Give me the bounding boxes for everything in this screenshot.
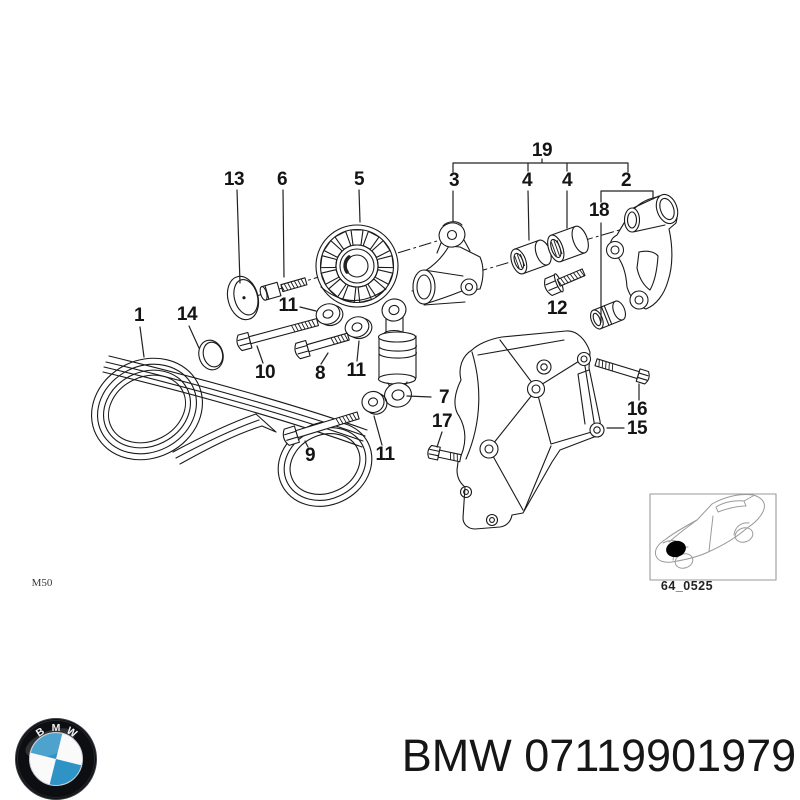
pulley-drawing <box>315 224 399 308</box>
pulley-vanes <box>319 229 395 303</box>
engine-code-label: M50 <box>31 577 53 589</box>
callout-18: 18 <box>588 200 610 221</box>
callout-13: 13 <box>223 169 245 190</box>
hardware-drawings <box>236 268 650 463</box>
callout-15: 15 <box>626 418 648 439</box>
callout-8: 8 <box>314 363 326 384</box>
callout-6: 6 <box>276 169 288 190</box>
roundel-quadrants <box>30 733 82 785</box>
bmw-logo: B M W <box>15 718 97 800</box>
bolt-8-drawing <box>294 332 350 360</box>
callout-10: 10 <box>254 362 276 383</box>
bolt-9-drawing <box>282 411 360 446</box>
cap-14-drawing <box>198 339 224 371</box>
support-bracket-drawing <box>605 193 679 310</box>
callout-14: 14 <box>176 304 198 325</box>
belt-drawing <box>91 355 373 507</box>
tensioner-bracket-drawing <box>412 221 484 306</box>
washer-11a-drawing <box>315 303 344 327</box>
callout-7: 7 <box>438 387 450 408</box>
callout-4: 4 <box>521 170 533 191</box>
callout-3: 3 <box>448 170 460 191</box>
sleeve-drawing <box>589 300 627 330</box>
callout-17: 17 <box>431 411 453 432</box>
callout-2: 2 <box>620 170 632 191</box>
bolt-16-drawing <box>594 358 650 385</box>
bolt-10-drawing <box>236 318 319 352</box>
callout-11: 11 <box>346 360 366 381</box>
callout-19: 19 <box>531 140 553 161</box>
callout-leaders <box>139 189 640 448</box>
group-bracket-19 <box>452 158 629 173</box>
car-sketch <box>655 494 765 569</box>
cap-13-drawing <box>226 275 260 321</box>
inset-code-label: 64_0525 <box>660 579 714 593</box>
inset-location-dot <box>666 540 686 558</box>
callout-11: 11 <box>375 444 395 465</box>
bolt-6-drawing <box>259 277 308 301</box>
callout-1: 1 <box>133 305 145 326</box>
group-bracket-2 <box>600 190 654 323</box>
damper-drawing <box>377 298 417 408</box>
part-number-text: BMW 07119901979 <box>401 730 797 781</box>
callout-5: 5 <box>353 169 365 190</box>
washer-11c-drawing <box>361 390 388 415</box>
callout-4: 4 <box>561 170 573 191</box>
car-inset <box>649 493 777 581</box>
callout-11: 11 <box>278 295 298 316</box>
main-bracket-drawing <box>454 330 605 530</box>
bushing-b-drawing <box>547 225 589 263</box>
svg-text:M: M <box>52 722 61 734</box>
inset-box <box>649 493 777 581</box>
bolt-17-drawing <box>427 444 462 463</box>
bolt-12-drawing <box>544 268 586 296</box>
washer-11b-drawing <box>344 316 373 340</box>
bushing-a-drawing <box>510 239 552 275</box>
callout-9: 9 <box>304 445 316 466</box>
callout-16: 16 <box>626 399 648 420</box>
callout-12: 12 <box>546 298 568 319</box>
